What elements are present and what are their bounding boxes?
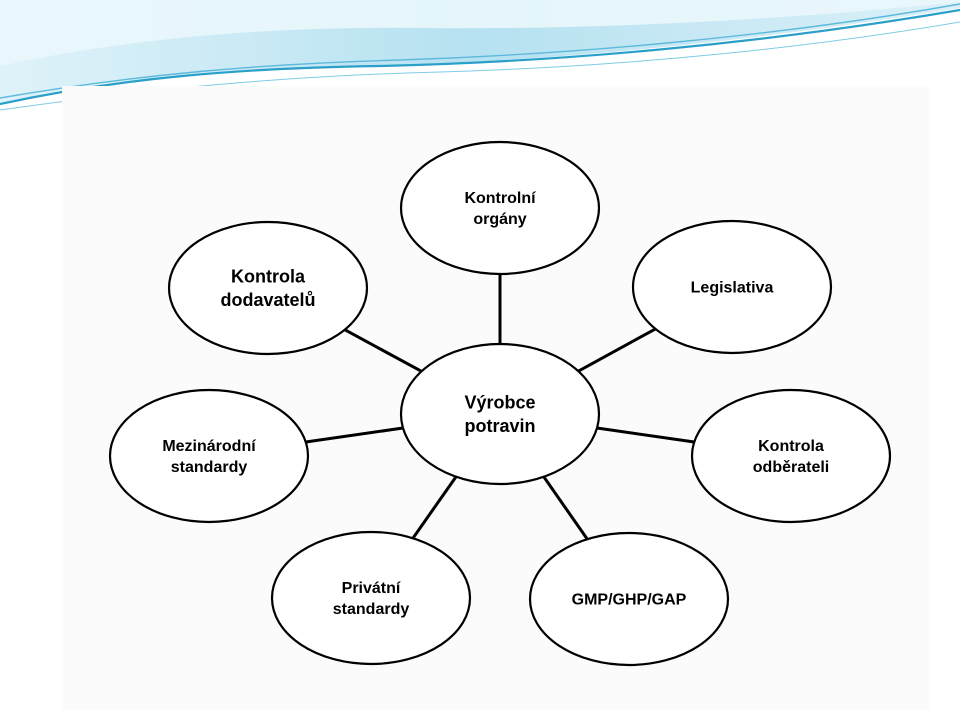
ellipse-kontrola-odberateli	[690, 388, 892, 524]
connector-center-kontrola-dodavatelu	[344, 328, 423, 373]
nodes: KontrolníorgányLegislativaKontrolaodběra…	[108, 140, 892, 667]
connector-center-privatni-standardy	[411, 475, 458, 540]
node-gmp-ghp-gap: GMP/GHP/GAP	[528, 531, 730, 667]
node-mezinarodni-standardy: Mezinárodní standardy	[108, 388, 310, 524]
decorative-banner	[0, 0, 960, 111]
node-legislativa: Legislativa	[631, 219, 833, 355]
banner-wave-line-2	[0, 3, 960, 99]
node-privatni-standardy: Privátní standardy	[270, 530, 472, 666]
label-gmp-ghp-gap-line-1: GMP/GHP/GAP	[572, 592, 687, 609]
label-legislativa-line-1: Legislativa	[691, 280, 774, 297]
label-kontrolni-organy-line-2: orgány	[473, 211, 526, 228]
ellipse-kontrola-dodavatelu	[167, 220, 369, 356]
label-mezinarodni-standardy-line-2: standardy	[171, 459, 248, 476]
connector-center-mezinarodni-standardy	[305, 426, 404, 444]
connector-center-gmp-ghp-gap	[542, 475, 589, 541]
ellipse-center	[399, 342, 601, 486]
label-center-line-1: Výrobce	[464, 393, 535, 413]
banner-wave-line-1	[0, 8, 960, 106]
label-kontrolni-organy-line-1: Kontrolní	[464, 190, 536, 207]
label-privatni-standardy-line-2: standardy	[333, 601, 410, 618]
ellipse-mezinarodni-standardy	[108, 388, 310, 524]
node-kontrola-odberateli: Kontrola odběrateli	[690, 388, 892, 524]
node-kontrolni-organy: Kontrolní orgány	[399, 140, 601, 276]
label-kontrola-dodavatelu-line-1: Kontrola	[231, 267, 306, 287]
connector-center-legislativa	[577, 327, 657, 373]
center-node-center: Výrobce potravin	[399, 342, 601, 486]
label-mezinarodni-standardy-line-1: Mezinárodní	[162, 438, 256, 455]
label-kontrola-odberateli-line-1: Kontrola	[758, 438, 824, 455]
label-kontrola-odberateli-line-2: odběrateli	[753, 459, 829, 476]
connectors	[305, 274, 695, 541]
banner-wave-light	[0, 0, 960, 66]
label-center-line-2: potravin	[464, 416, 535, 436]
ellipse-privatni-standardy	[270, 530, 472, 666]
ellipse-gmp-ghp-gap	[528, 531, 730, 667]
connector-center-kontrola-odberateli	[596, 426, 695, 444]
label-kontrola-dodavatelu-line-2: dodavatelů	[220, 290, 315, 310]
ellipse-kontrolni-organy	[399, 140, 601, 276]
node-kontrola-dodavatelu: Kontrola dodavatelů	[167, 220, 369, 356]
ellipse-legislativa	[631, 219, 833, 355]
label-privatni-standardy-line-1: Privátní	[342, 580, 401, 597]
